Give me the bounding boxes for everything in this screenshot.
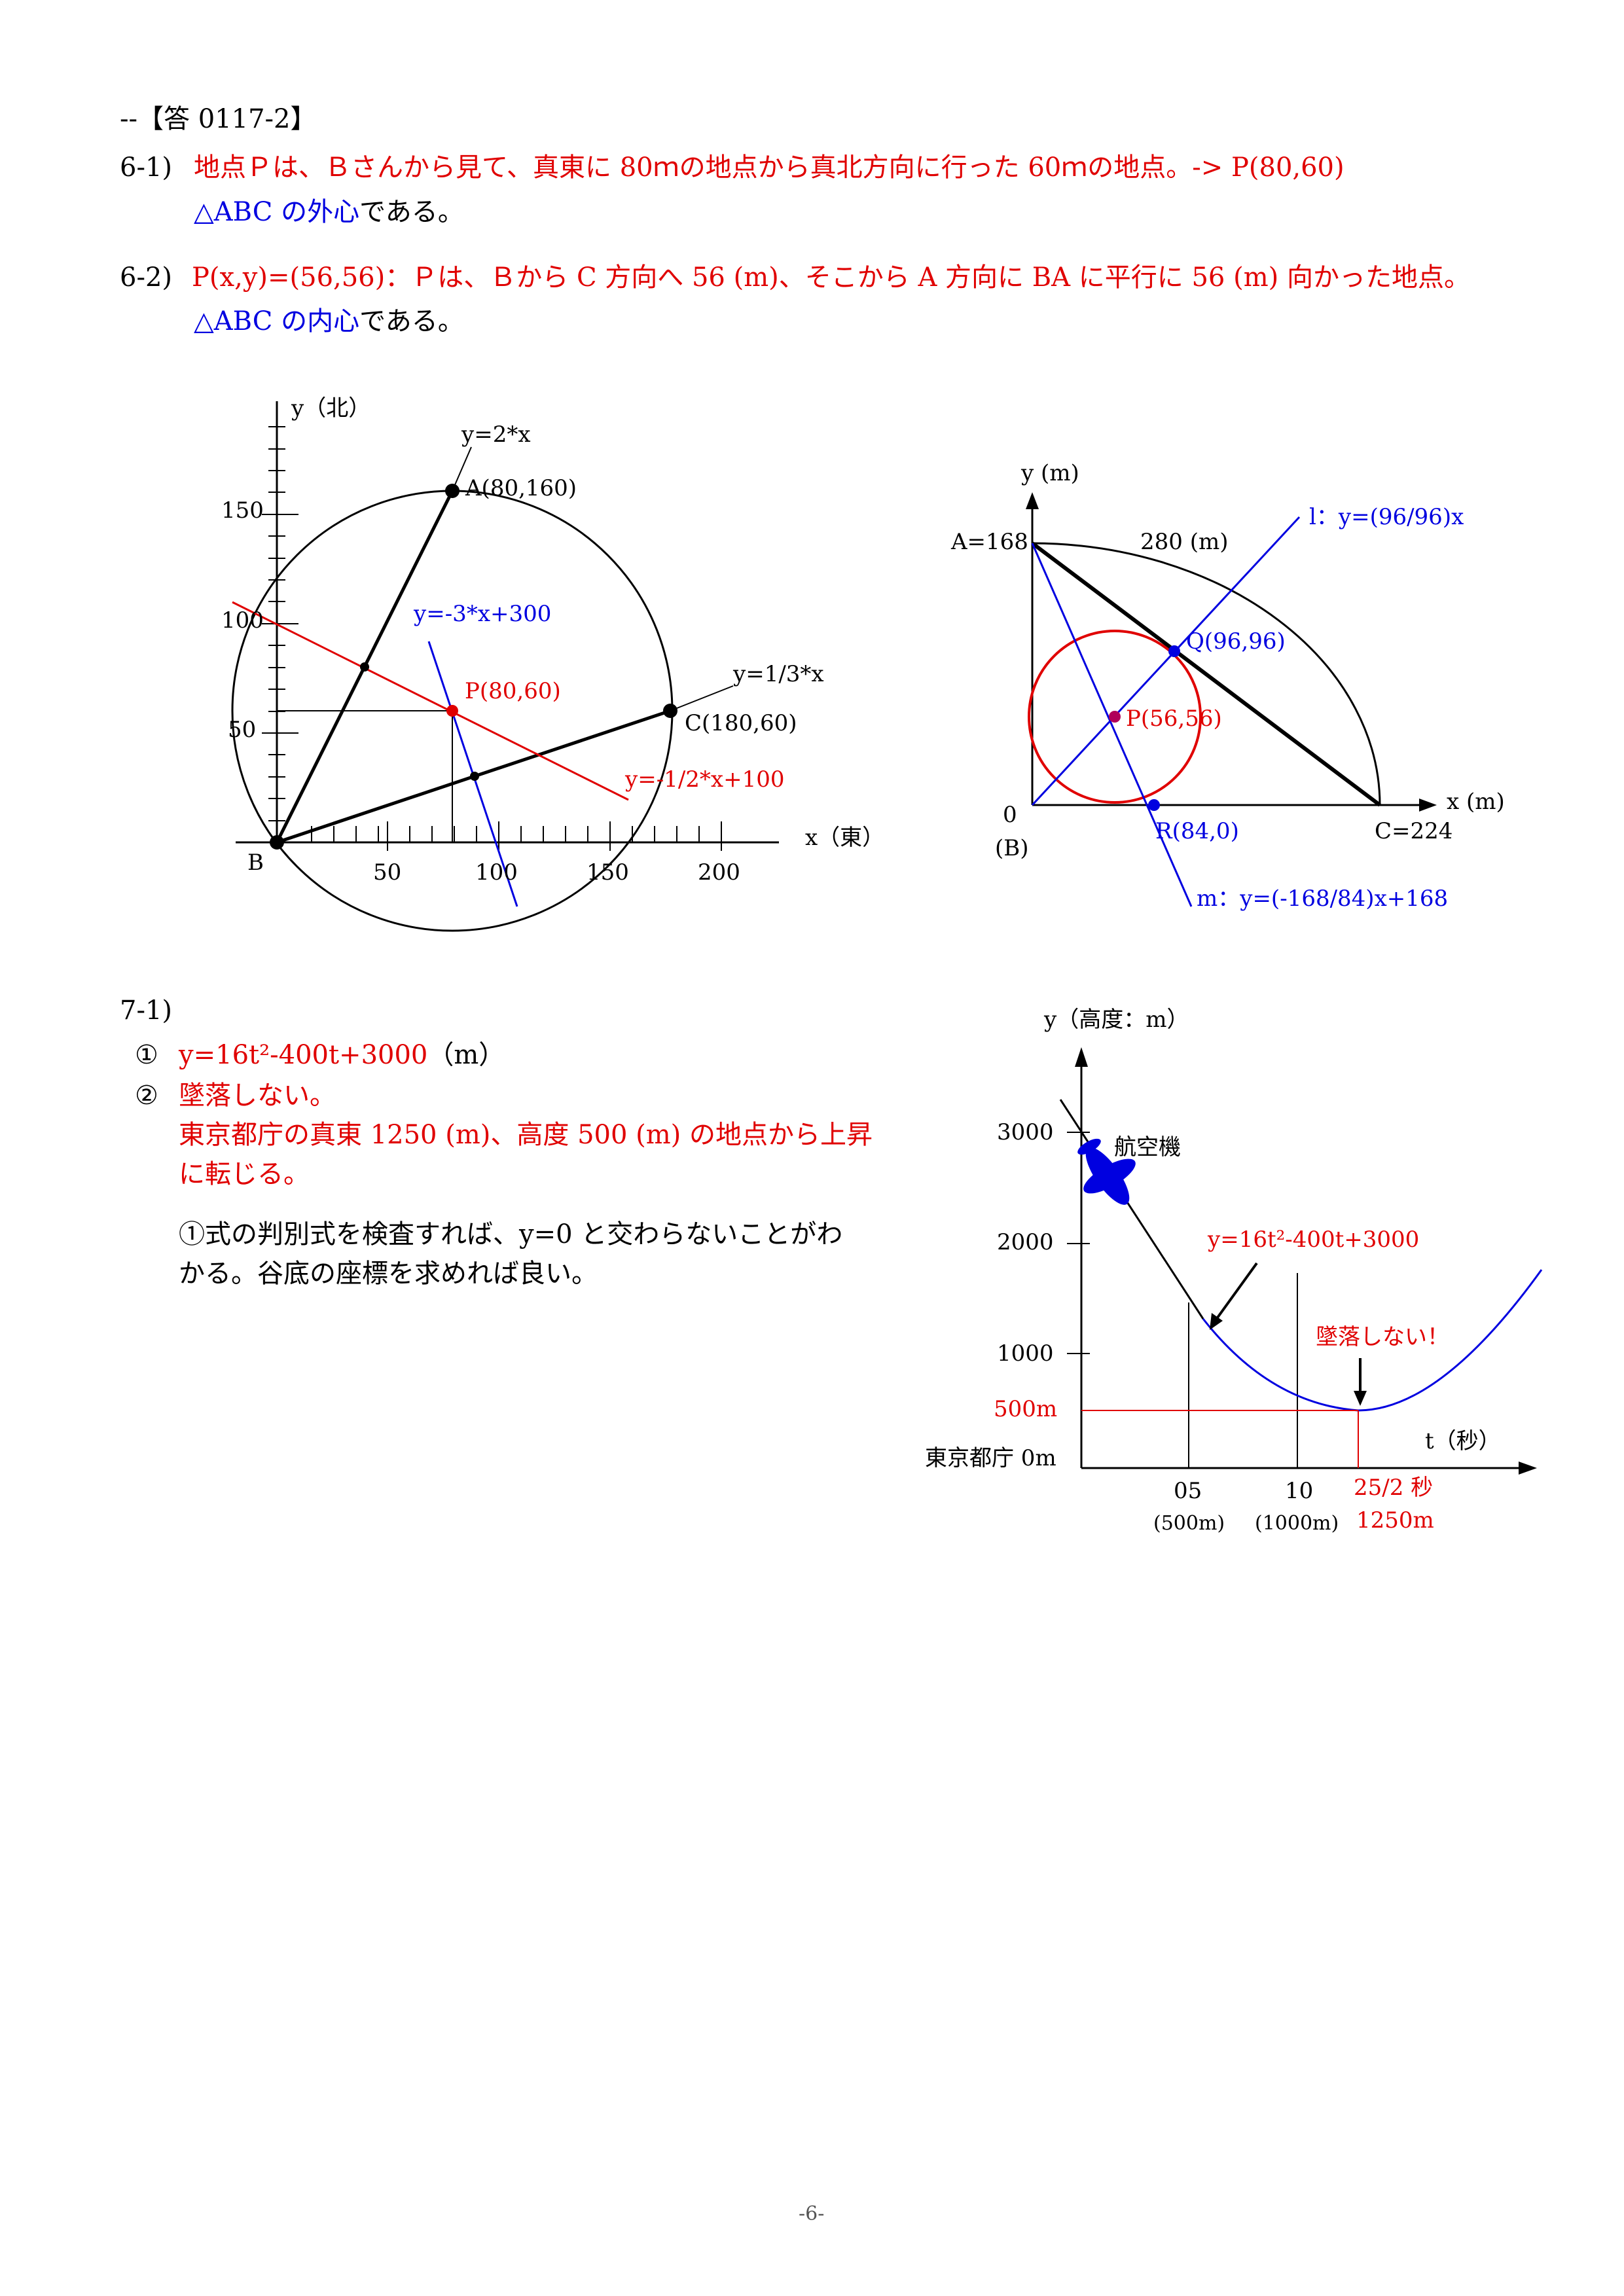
q61-answer: 地点Ｐは、Ｂさんから見て、真東に 80ｍの地点から真北方向に行った 60ｍの地点… <box>194 152 1344 183</box>
fig2-origin-b: (B) <box>995 835 1029 861</box>
fig1-x-tick: 200 <box>698 859 740 886</box>
q71-item2-line3: に転じる。 <box>179 1159 310 1189</box>
q62-answer: P(x,y)=(56,56)：Ｐは、Ｂから C 方向へ 56 (m)、そこから … <box>192 262 1470 293</box>
fig2-y-axis-label: y (m) <box>1021 460 1079 486</box>
fig3-y-500-label: 500m <box>994 1396 1058 1422</box>
fig1-y-tick: 50 <box>228 717 257 743</box>
fig3-origin-label: 東京都庁 0m <box>925 1445 1056 1471</box>
page-number: -6- <box>799 2202 825 2225</box>
fig1-point-a-label: A(80,160) <box>465 475 577 501</box>
q62-note-blue: △ABC の内心 <box>194 306 360 336</box>
fig1-line-c-label: y=1/3*x <box>733 661 824 687</box>
fig2-origin: 0 <box>1003 802 1017 828</box>
fig3-t10-label: 10 <box>1285 1478 1314 1504</box>
fig1-x-tick: 100 <box>475 859 518 886</box>
fig1-origin-b: B <box>247 850 264 876</box>
q71-explain-line2: かる。谷底の座標を求めれば良い。 <box>179 1259 598 1289</box>
fig3-y-tick: 1000 <box>997 1340 1054 1367</box>
fig2-a-label: A=168 <box>951 529 1028 555</box>
q71-explain-line1: ①式の判別式を検査すれば、y=0 と交わらないことがわ <box>179 1219 843 1249</box>
fig2-c-label: C=224 <box>1375 818 1453 844</box>
q71-item2-mark: ② <box>135 1081 158 1111</box>
answer-header: --【答 0117-2】 <box>120 104 317 134</box>
fig3-t05-label: 05 <box>1174 1478 1202 1504</box>
fig1-point-c-label: C(180,60) <box>685 710 797 736</box>
fig2-line-m-label: m：y=(-168/84)x+168 <box>1197 886 1449 912</box>
fig2-point-q-label: Q(96,96) <box>1186 628 1286 655</box>
q71-item2-line2: 東京都庁の真東 1250 (m)、高度 500 (m) の地点から上昇 <box>179 1120 873 1150</box>
q62-note-black: である。 <box>359 306 464 336</box>
fig3-x-axis-label: t（秒） <box>1425 1428 1501 1454</box>
q71-item1: y=16t²-400t+3000（m） <box>179 1039 505 1071</box>
fig1-line-a-label: y=2*x <box>461 422 531 448</box>
q71-item1-formula: y=16t²-400t+3000 <box>179 1040 428 1070</box>
fig3-y-tick: 2000 <box>997 1229 1054 1255</box>
fig2-point-p-label: P(56,56) <box>1126 706 1222 732</box>
q62-note: △ABC の内心である。 <box>194 306 464 337</box>
q61-number: 6-1) <box>120 152 173 183</box>
fig3-y-axis-label: y（高度：m） <box>1044 1007 1189 1033</box>
fig1-y-axis-label: y（北） <box>291 395 371 422</box>
q61-note-blue: △ABC の外心 <box>194 197 360 227</box>
fig3-curve-label: y=16t²-400t+3000 <box>1208 1227 1420 1253</box>
fig2-hyp-label: 280 (m) <box>1140 529 1229 555</box>
fig1-point-p-label: P(80,60) <box>465 678 561 704</box>
fig3-t-min-sub: 1250m <box>1356 1507 1434 1534</box>
q71-item1-unit: （m） <box>427 1040 505 1070</box>
fig1-line-red-label: y=-1/2*x+100 <box>625 766 785 793</box>
fig3-t-min-label: 25/2 秒 <box>1354 1475 1434 1501</box>
q62-number: 6-2) <box>120 262 173 293</box>
fig3-plane-label: 航空機 <box>1114 1134 1181 1160</box>
q61-note: △ABC の外心である。 <box>194 196 464 228</box>
fig2-x-axis-label: x (m) <box>1447 789 1505 815</box>
fig3-y-tick: 3000 <box>997 1119 1054 1145</box>
q71-number: 7-1) <box>120 996 173 1026</box>
fig3-t05-sub: (500m) <box>1153 1512 1225 1535</box>
fig1-x-axis-label: x（東） <box>805 825 885 851</box>
q71-item2-line1: 墜落しない。 <box>179 1081 336 1111</box>
fig2-point-r-label: R(84,0) <box>1155 818 1239 844</box>
fig1-x-tick: 50 <box>373 859 402 886</box>
fig1-y-tick: 150 <box>221 497 264 524</box>
fig3-t10-sub: (1000m) <box>1255 1512 1339 1535</box>
q71-item1-mark: ① <box>135 1040 158 1070</box>
fig1-line-blue-label: y=-3*x+300 <box>414 601 552 627</box>
fig3-no-crash-label: 墜落しない！ <box>1316 1324 1449 1350</box>
q61-note-black: である。 <box>359 197 464 227</box>
fig1-y-tick: 100 <box>221 607 264 634</box>
fig2-line-l-label: l：y=(96/96)x <box>1309 504 1464 530</box>
fig1-x-tick: 150 <box>586 859 629 886</box>
